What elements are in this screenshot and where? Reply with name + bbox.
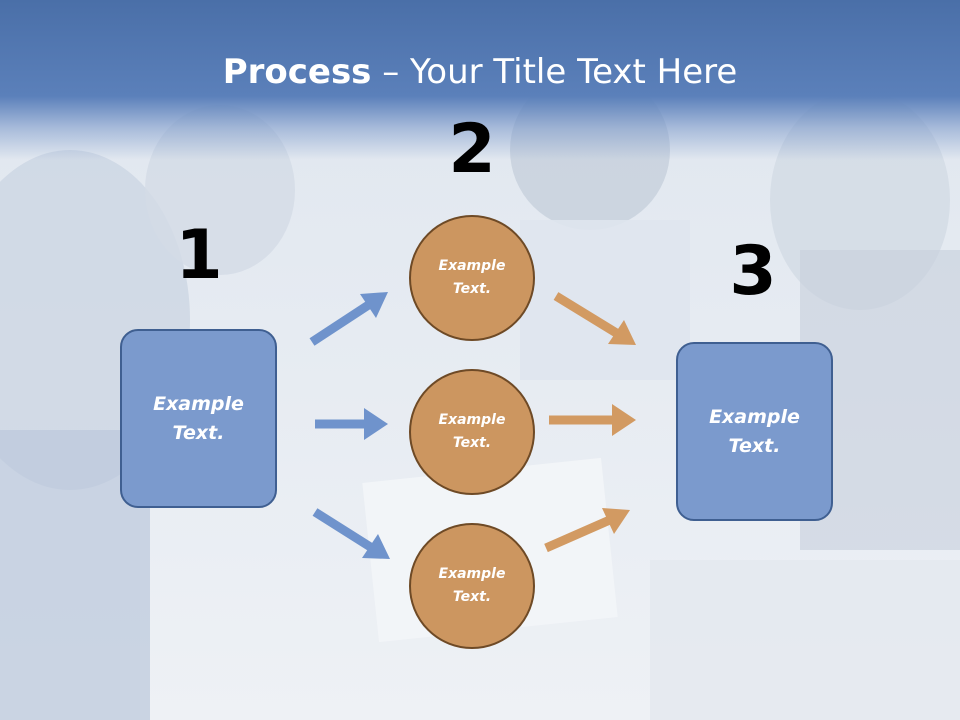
circle-bottom-text: Example Text. bbox=[438, 566, 506, 605]
right-box-text: Example Text. bbox=[709, 405, 800, 457]
circle-bottom: Example Text. bbox=[409, 523, 535, 649]
step-number-2: 2 bbox=[448, 110, 496, 189]
blue-arrow-down bbox=[312, 508, 390, 559]
blue-arrow-right bbox=[315, 408, 388, 440]
left-process-box: Example Text. bbox=[120, 329, 277, 508]
left-box-text: Example Text. bbox=[153, 392, 244, 444]
orange-arrow-down bbox=[553, 292, 636, 345]
blue-arrow-up bbox=[309, 292, 388, 346]
title-rest: – Your Title Text Here bbox=[371, 52, 738, 92]
right-process-box: Example Text. bbox=[676, 342, 833, 521]
title-bold: Process bbox=[222, 52, 372, 92]
header-band bbox=[0, 0, 960, 160]
orange-arrow-right bbox=[549, 404, 636, 436]
step-number-1: 1 bbox=[175, 216, 223, 295]
step-number-3: 3 bbox=[729, 232, 777, 311]
circle-middle-text: Example Text. bbox=[438, 412, 506, 451]
circle-middle: Example Text. bbox=[409, 369, 535, 495]
orange-arrow-up bbox=[544, 508, 630, 553]
circle-top-text: Example Text. bbox=[438, 258, 506, 297]
circle-top: Example Text. bbox=[409, 215, 535, 341]
slide-title: Process – Your Title Text Here bbox=[0, 52, 960, 92]
